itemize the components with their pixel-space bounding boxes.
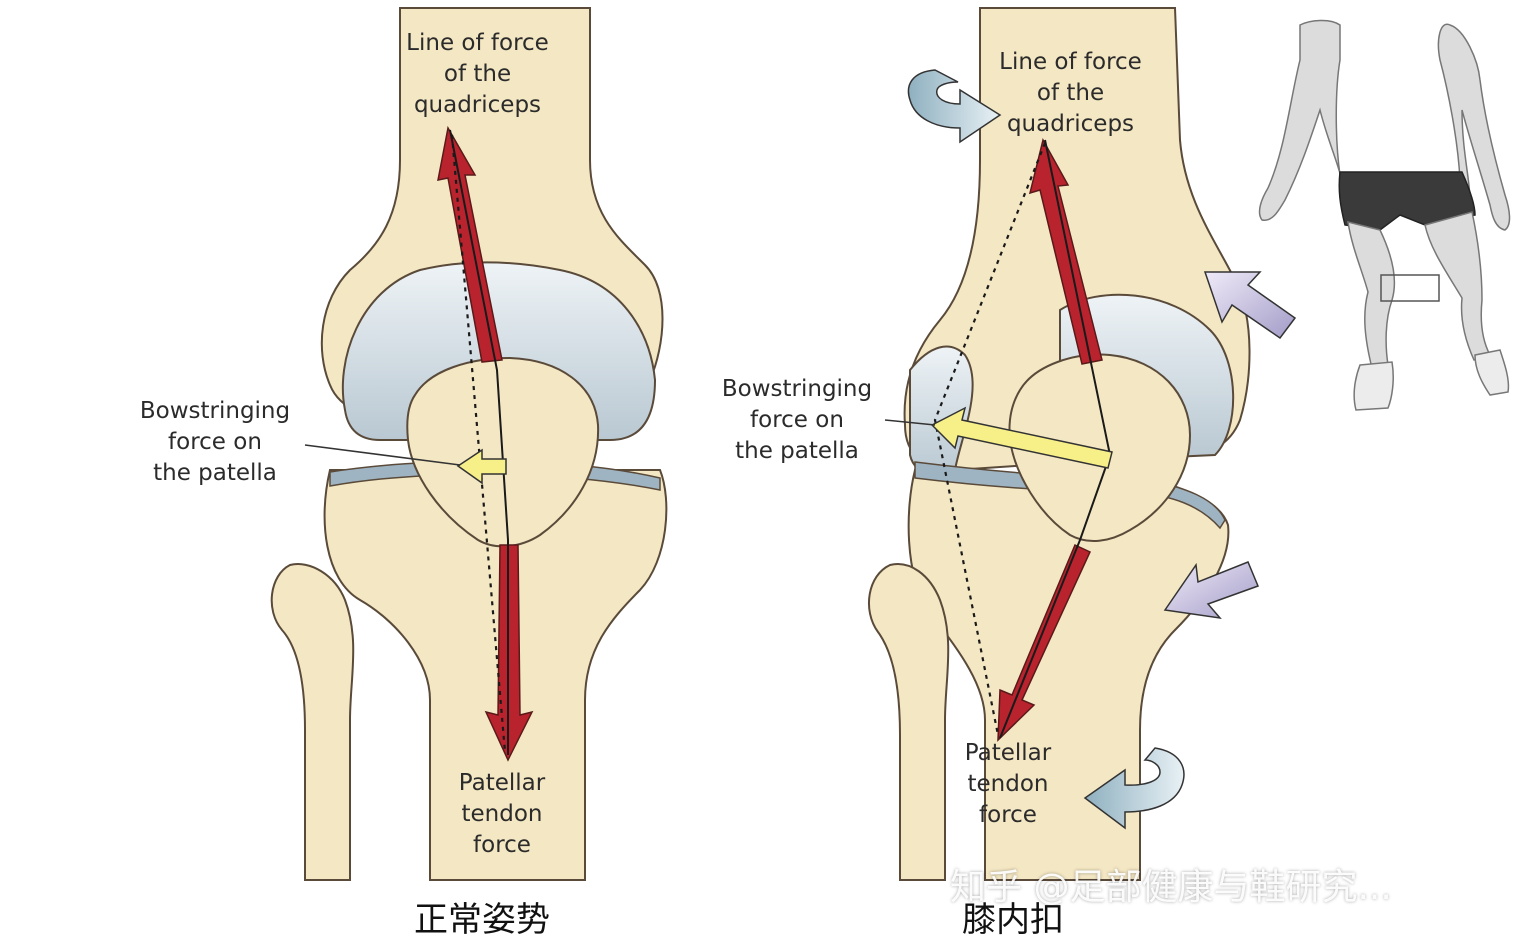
right-tendon-line-1: Patellar — [964, 740, 1052, 766]
figure-right-leg — [1424, 211, 1492, 361]
right-bowstring-arrow — [930, 406, 1113, 469]
right-quad-line-3: quadriceps — [1006, 111, 1135, 137]
left-tendon-line-1: Patellar — [458, 770, 546, 796]
figure-shorts — [1338, 171, 1476, 231]
left-bow-line-3: the patella — [153, 460, 277, 486]
right-knee — [867, 7, 1297, 881]
right-quadriceps-force-arrow — [1028, 137, 1103, 365]
left-quadriceps-label: Line of force of the quadriceps — [395, 28, 560, 121]
watermark: 知乎 @足部健康与鞋研究... — [950, 867, 1392, 908]
left-quad-line-1: Line of force — [406, 30, 549, 56]
left-quad-line-2: of the — [443, 61, 512, 87]
left-knee — [270, 7, 668, 881]
upper-push-arrow-icon — [1203, 271, 1297, 340]
lower-push-arrow-icon — [1163, 561, 1259, 620]
right-patellar-tendon-force-arrow — [997, 543, 1091, 742]
left-bowstring-arrow — [456, 448, 507, 485]
figure-right-shoe — [1474, 349, 1510, 396]
right-quadriceps-label: Line of force of the quadriceps — [988, 47, 1153, 140]
upper-rotation-arrow-icon — [907, 69, 1002, 144]
standing-figure — [1258, 19, 1511, 411]
right-fibula — [867, 563, 950, 881]
right-patella — [1008, 353, 1192, 542]
left-bow-line-2: force on — [168, 429, 262, 455]
left-fibula — [270, 563, 355, 881]
left-dotted-line — [450, 134, 507, 753]
figure-left-shoe — [1353, 361, 1394, 411]
left-tendon-line-3: force — [473, 832, 531, 858]
left-bowstring-label: Bowstringing force on the patella — [120, 396, 310, 489]
right-bow-line-2: force on — [750, 407, 844, 433]
left-bow-line-1: Bowstringing — [139, 398, 291, 424]
figure-torso — [1258, 19, 1511, 231]
right-tendon-label: Patellar tendon force — [938, 738, 1078, 831]
right-quad-line-2: of the — [1036, 80, 1105, 106]
right-caption: 膝内扣 — [962, 900, 1064, 940]
right-tendon-line-3: force — [979, 802, 1037, 828]
right-bow-line-1: Bowstringing — [721, 376, 873, 402]
figure-left-leg — [1347, 220, 1396, 369]
left-bowstring-leader — [304, 444, 461, 466]
right-dotted-line — [933, 142, 1047, 736]
left-tendon-line-2: tendon — [461, 801, 543, 827]
left-force-line — [449, 129, 509, 755]
lower-rotation-arrow-icon — [1083, 747, 1185, 830]
figure-knee-highlight-box — [1380, 274, 1440, 302]
right-quad-line-1: Line of force — [999, 49, 1142, 75]
right-bow-line-3: the patella — [735, 438, 859, 464]
right-bowstring-label: Bowstringing force on the patella — [702, 374, 892, 467]
right-force-line — [999, 139, 1112, 739]
left-quad-line-3: quadriceps — [413, 92, 542, 118]
left-quadriceps-force-arrow — [437, 125, 503, 363]
left-tibia — [323, 469, 668, 881]
right-tendon-line-2: tendon — [967, 771, 1049, 797]
right-bowstring-leader — [884, 419, 936, 426]
left-caption: 正常姿势 — [414, 900, 550, 940]
left-tendon-label: Patellar tendon force — [432, 768, 572, 861]
